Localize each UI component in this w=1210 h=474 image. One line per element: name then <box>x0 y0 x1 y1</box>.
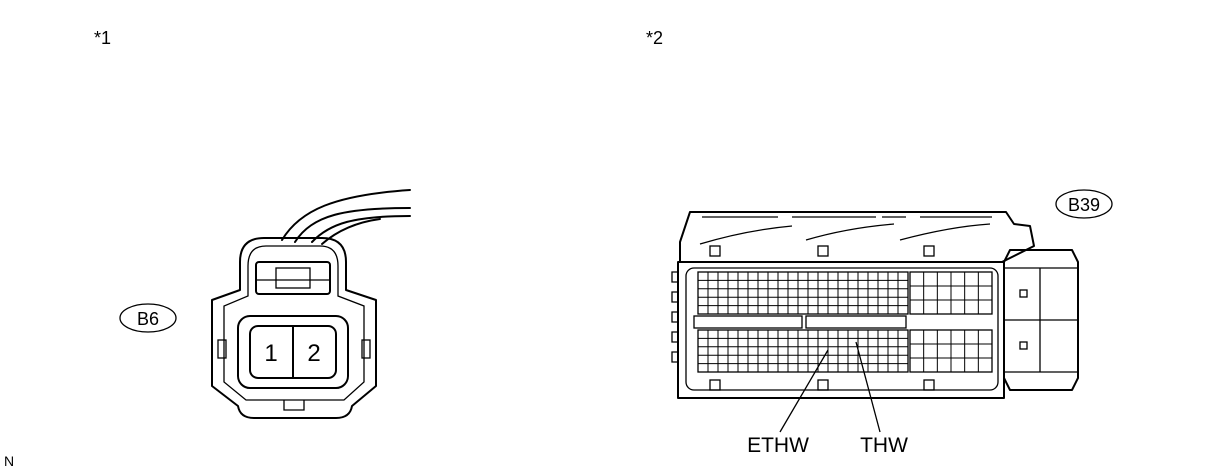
top-post <box>923 245 935 257</box>
lever-dot <box>1019 341 1028 350</box>
bottom-tab <box>283 400 305 411</box>
wire <box>294 207 411 243</box>
pin-label: 1 <box>264 340 277 367</box>
cavity-grid <box>910 330 992 372</box>
connector-id-b6: B6 <box>137 309 159 329</box>
connector-b39 <box>671 211 1079 399</box>
leader-line-thw <box>855 341 881 433</box>
clip-left <box>217 339 227 359</box>
bottom-post <box>709 379 721 391</box>
connector-id-bubble <box>119 303 177 333</box>
cavity-block-upper-left <box>697 271 909 315</box>
housing-shell <box>211 237 377 419</box>
cavity-grid <box>910 272 992 314</box>
lever <box>1003 249 1079 391</box>
latch <box>255 261 331 295</box>
pin-face-frame <box>237 315 349 389</box>
terminal-label-ethw: ETHW <box>747 434 809 457</box>
side-ribs <box>671 271 678 363</box>
bottom-post <box>923 379 935 391</box>
figure-label-2: *2 <box>646 28 663 48</box>
wire <box>321 218 381 245</box>
connector-id-bubble <box>1055 189 1113 219</box>
connector-b6: 1 2 <box>211 189 411 419</box>
corner-mark: N <box>4 453 14 469</box>
top-post <box>709 245 721 257</box>
housing-inner <box>223 245 365 401</box>
housing-top <box>679 211 1035 263</box>
housing-face <box>685 267 999 391</box>
cavity-grid <box>698 330 908 372</box>
top-post <box>817 245 829 257</box>
top-ridges <box>699 223 991 245</box>
connector-id-b39: B39 <box>1068 195 1100 215</box>
pin-label: 2 <box>307 340 320 367</box>
divider-bar <box>693 315 803 329</box>
wire <box>281 189 411 241</box>
wire <box>311 215 411 243</box>
divider-bar <box>805 315 907 329</box>
clip-right <box>361 339 371 359</box>
cavity-grid <box>698 272 908 314</box>
latch-tab <box>275 267 311 289</box>
leader-line-ethw <box>779 349 829 433</box>
lever-dot <box>1019 289 1028 298</box>
figure-label-1: *1 <box>94 28 111 48</box>
cavity-block-lower-left <box>697 329 909 373</box>
bottom-post <box>817 379 829 391</box>
terminal-label-thw: THW <box>860 434 908 457</box>
